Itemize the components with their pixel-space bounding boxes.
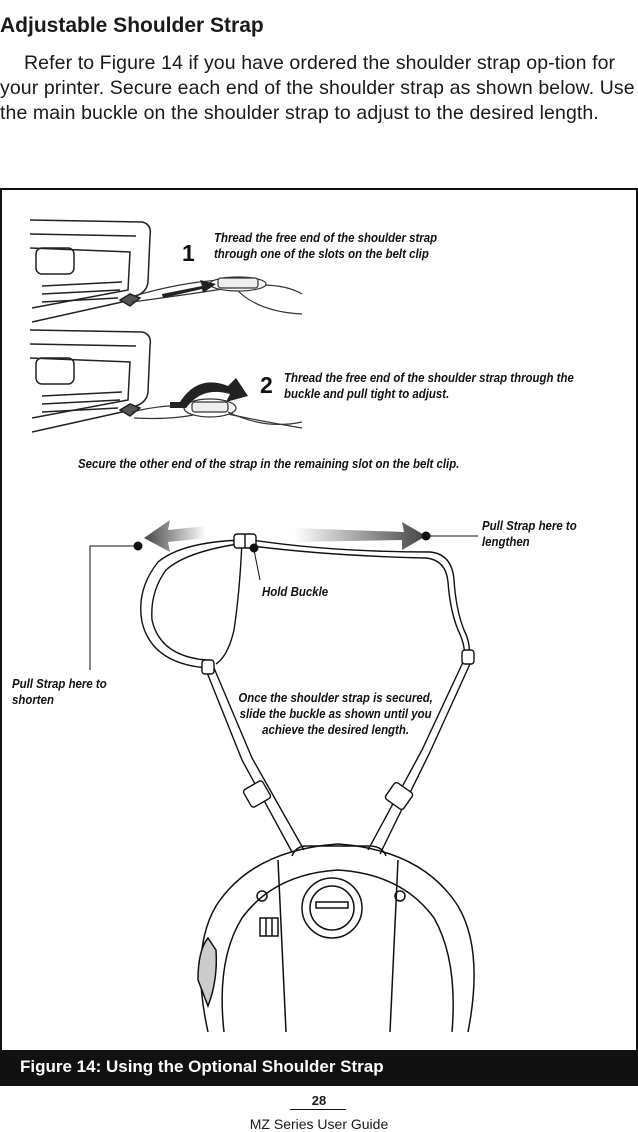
arrow-lengthen xyxy=(294,522,426,550)
printer-step1 xyxy=(29,219,152,323)
hold-buckle-label: Hold Buckle xyxy=(262,584,329,599)
step-1-number: 1 xyxy=(182,240,195,266)
ring-right xyxy=(461,649,475,665)
section-body: Refer to Figure 14 if you have ordered t… xyxy=(0,52,635,124)
printer-bottom xyxy=(197,843,475,1033)
pull-shorten-label: Pull Strap here to shorten xyxy=(12,676,107,707)
main-buckle xyxy=(233,533,257,549)
step-1-text: Thread the free end of the shoulder stra… xyxy=(214,230,438,261)
secure-note: Secure the other end of the strap in the… xyxy=(78,456,460,471)
figure-caption-text: Figure 14: Using the Optional Shoulder S… xyxy=(20,1057,384,1076)
arrow-shorten xyxy=(144,520,206,552)
strap-step1 xyxy=(131,276,303,315)
ring-left xyxy=(201,659,215,675)
shoulder-strap-illustration xyxy=(29,219,478,1033)
footer-doc-title: MZ Series User Guide xyxy=(249,1116,389,1132)
step-2-number: 2 xyxy=(260,372,273,398)
strap-step2 xyxy=(131,398,303,429)
adjuster-left xyxy=(242,780,272,808)
printer-step2 xyxy=(29,329,152,433)
section-heading: Adjustable Shoulder Strap xyxy=(0,14,264,37)
figure-caption: Figure 14: Using the Optional Shoulder S… xyxy=(2,1050,636,1084)
adjuster-right xyxy=(384,781,414,811)
arrow-step1 xyxy=(162,280,216,298)
once-secured-note: Once the shoulder strap is secured, slid… xyxy=(238,690,433,737)
step-2-text: Thread the free end of the shoulder stra… xyxy=(284,370,574,401)
pull-lengthen-label: Pull Strap here to lengthen xyxy=(482,518,577,549)
shoulder-strap xyxy=(140,539,471,855)
arrow-step2 xyxy=(170,378,248,408)
leader-lines xyxy=(89,531,478,670)
figure-14: 1 Thread the free end of the shoulder st… xyxy=(0,188,638,1086)
page-number-rule xyxy=(290,1109,346,1110)
page-number: 28 xyxy=(311,1093,327,1108)
